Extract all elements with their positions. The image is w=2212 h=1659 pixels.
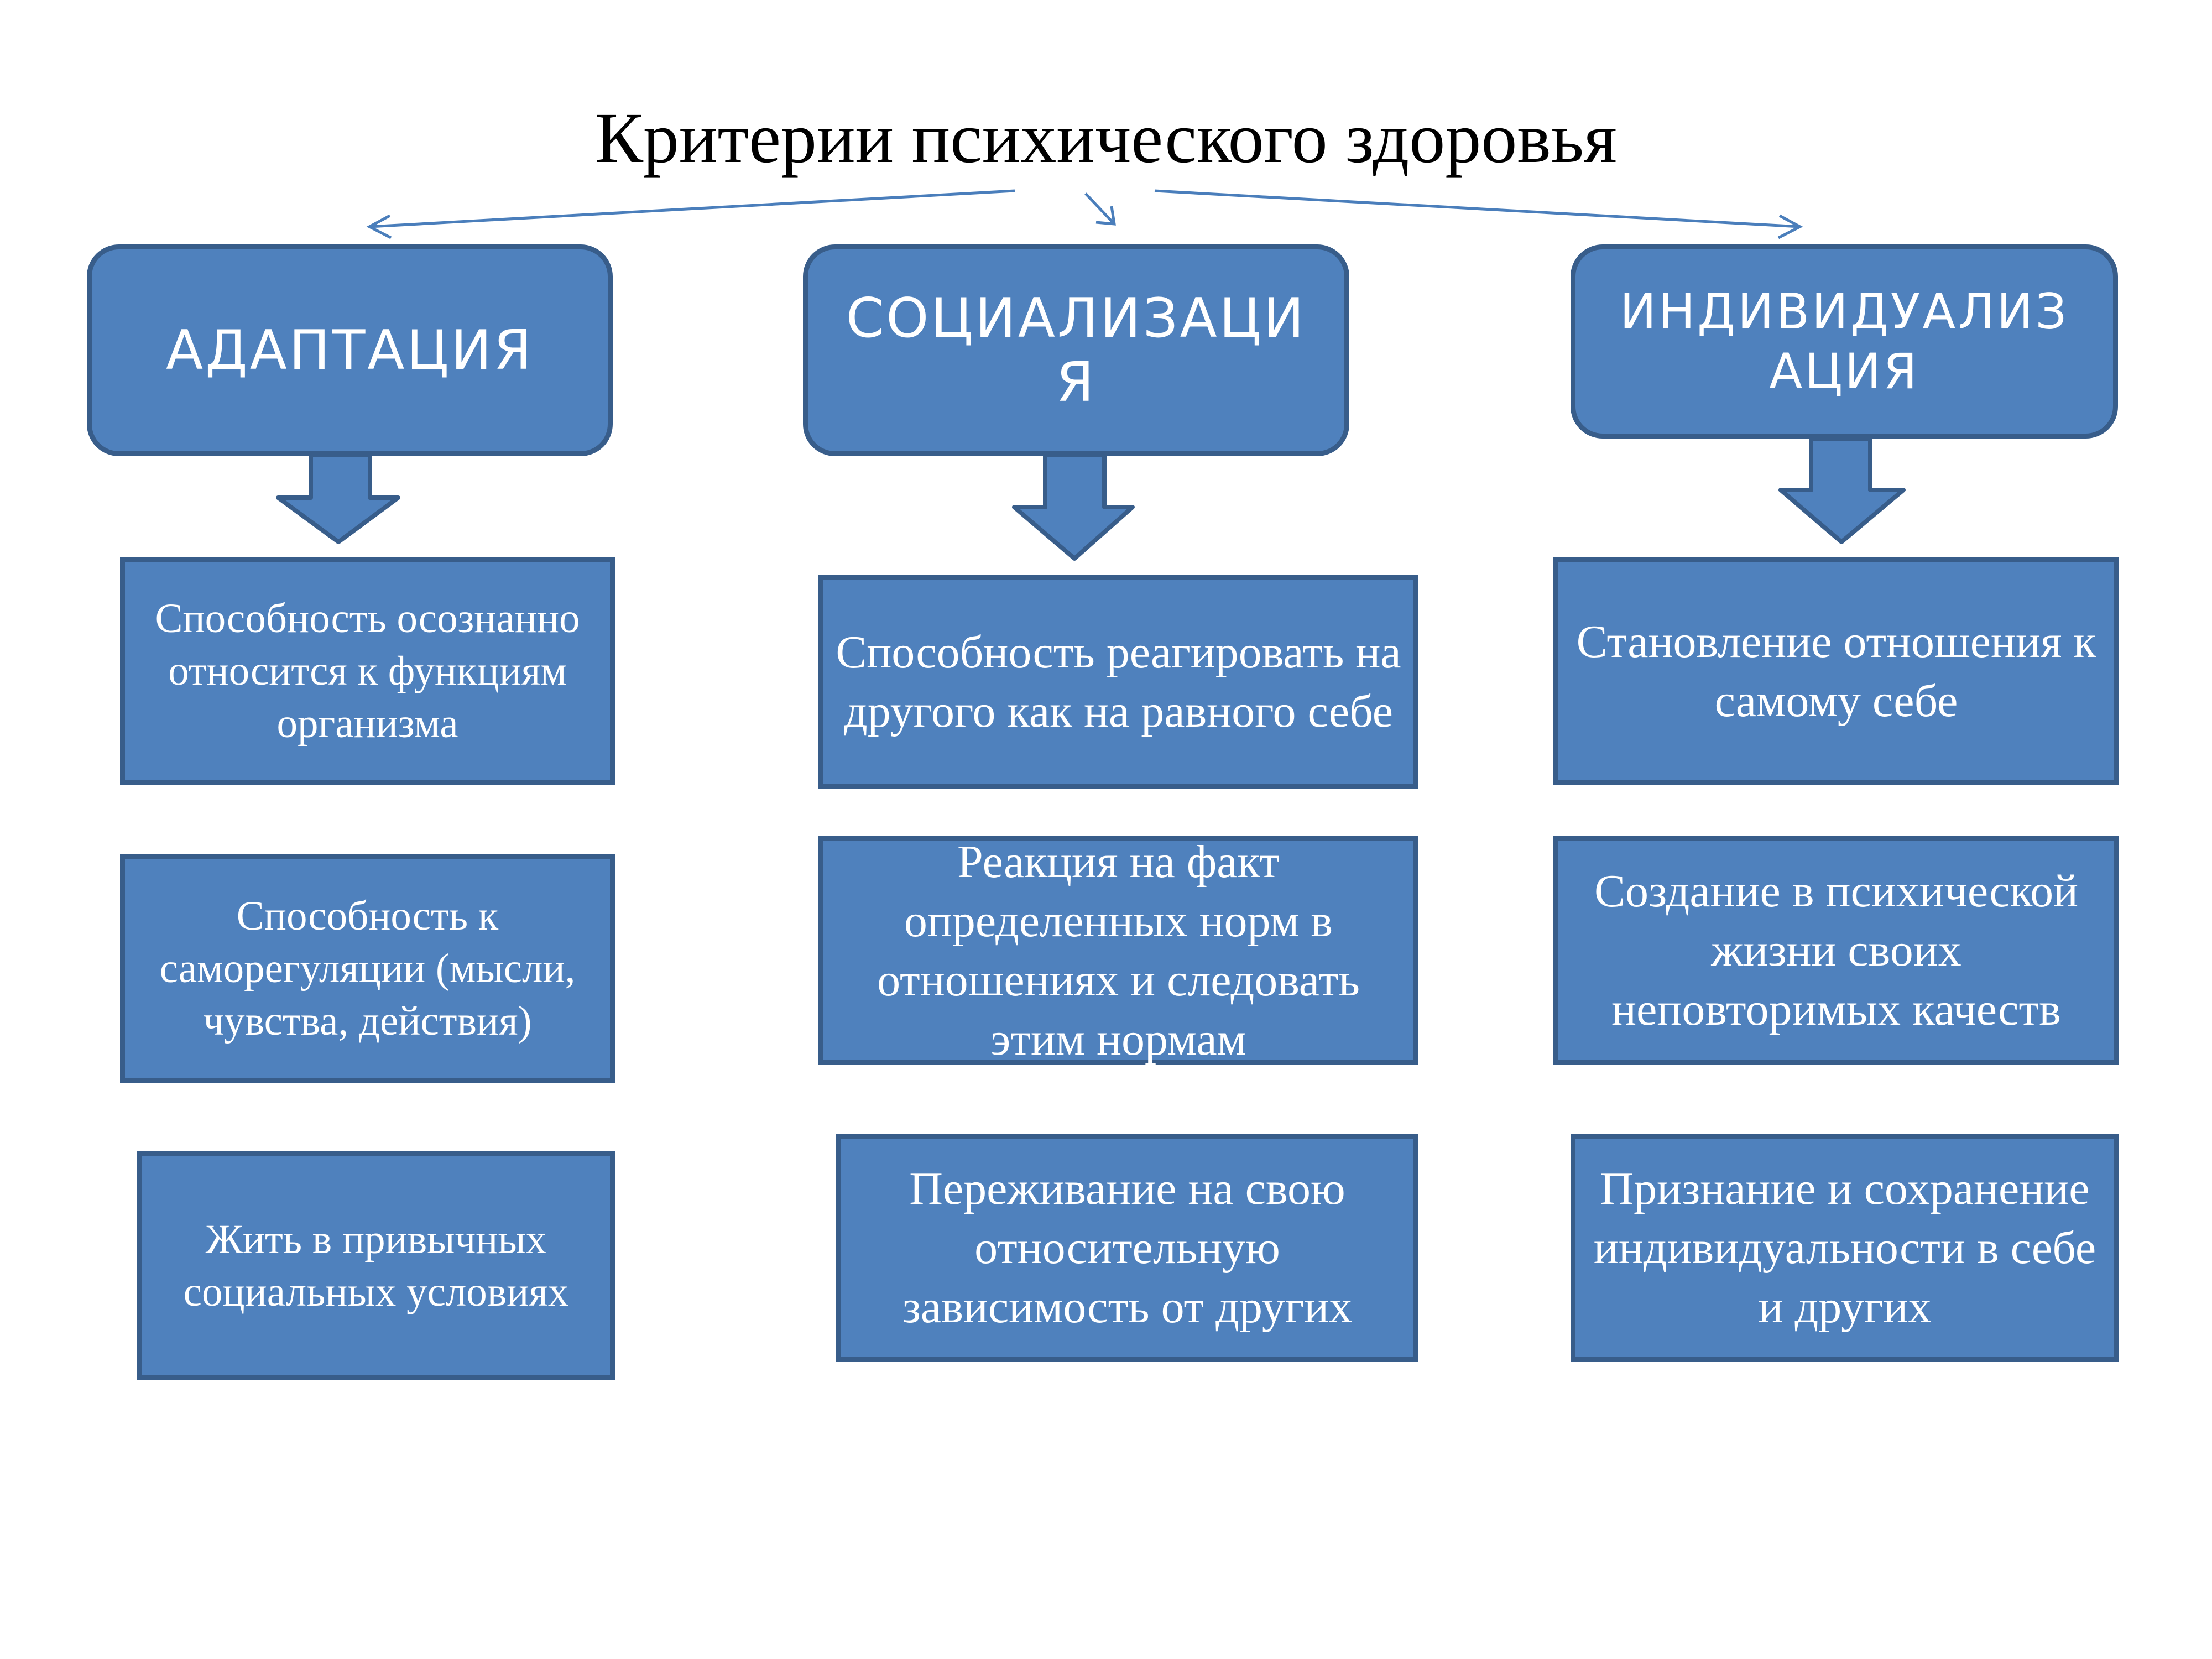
- connector-right: [1154, 189, 1801, 228]
- socialization-item-3: Переживание на свою относительную зависи…: [836, 1134, 1418, 1362]
- down-arrow-adaptation: [276, 453, 400, 544]
- header-individualization: ИНДИВИДУАЛИЗАЦИЯ: [1571, 244, 2118, 439]
- adaptation-item-1: Способность осознанно относится к функци…: [120, 557, 615, 785]
- adaptation-item-2: Способность к саморегуляции (мысли, чувс…: [120, 854, 615, 1083]
- adaptation-item-3: Жить в привычных социальных условиях: [137, 1151, 615, 1380]
- header-adaptation: АДАПТАЦИЯ: [87, 244, 613, 456]
- connector-center-arrowhead: [1095, 206, 1116, 226]
- connector-left: [369, 189, 1015, 228]
- down-arrow-individualization: [1778, 436, 1906, 544]
- connector-right-arrowhead: [1777, 214, 1803, 239]
- connector-center: [1084, 192, 1115, 225]
- connector-left-arrowhead: [366, 214, 392, 239]
- diagram-title: Критерии психического здоровья: [595, 98, 1617, 178]
- socialization-item-2: Реакция на факт определенных норм в отно…: [818, 836, 1418, 1065]
- header-socialization: СОЦИАЛИЗАЦИЯ: [803, 244, 1349, 456]
- individualization-item-2: Создание в психической жизни своих непов…: [1553, 836, 2119, 1065]
- socialization-item-1: Способность реагировать на другого как н…: [818, 575, 1418, 789]
- individualization-item-3: Признание и сохранение индивидуальности …: [1571, 1134, 2119, 1362]
- individualization-item-1: Становление отношения к самому себе: [1553, 557, 2119, 785]
- down-arrow-socialization: [1012, 453, 1135, 561]
